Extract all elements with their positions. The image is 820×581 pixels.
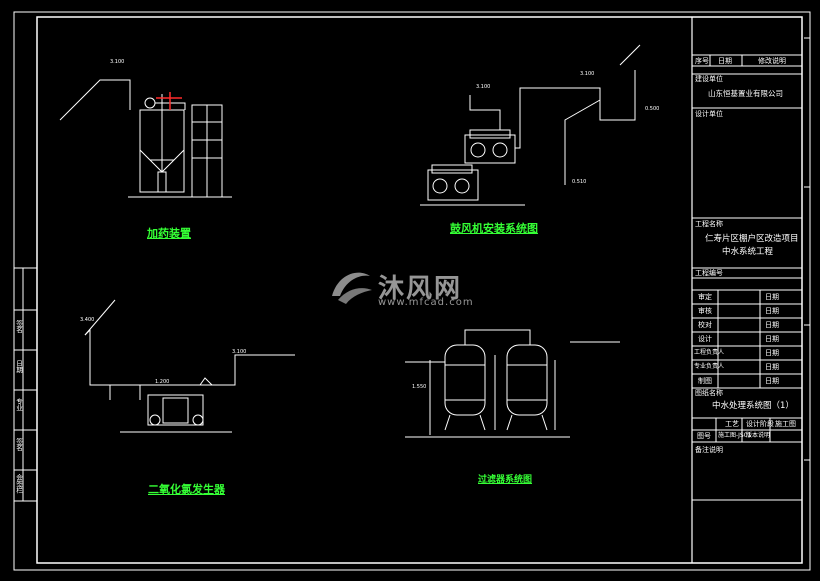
elevation-8: 1.200 (155, 379, 170, 385)
side-strip (13, 267, 38, 502)
tb-row-role: 校对 (698, 321, 712, 329)
tb-row-role: 设计 (698, 335, 712, 343)
tb-code: 施工图-JS01 (718, 432, 752, 439)
tb-row-date: 日期 (765, 307, 779, 315)
tb-header-seq: 序号 (695, 57, 709, 65)
tb-project-name-1: 仁寿片区棚户区改造项目 (705, 234, 799, 244)
side-strip-d: 签名 (14, 438, 23, 451)
tb-bottom-mid: 设计阶段 (746, 420, 774, 428)
side-strip-b: 日期 (14, 360, 23, 373)
tb-header-content: 修改说明 (758, 57, 786, 65)
tb-project-no-label: 工程编号 (695, 269, 723, 277)
tb-project-label: 工程名称 (695, 220, 723, 228)
tb-row-role: 工程负责人 (694, 349, 725, 356)
elevation-4: 0.500 (645, 106, 660, 112)
tb-project-name-2: 中水系统工程 (722, 247, 774, 257)
elevation-9: 1.550 (412, 384, 427, 390)
filter-diagram (405, 329, 620, 438)
elevation-3: 3.100 (580, 71, 595, 77)
tb-row-date: 日期 (765, 293, 779, 301)
side-strip-e: 会签栏 (14, 474, 23, 494)
tb-bottom-right: 施工图 (775, 420, 796, 428)
elevation-5: 0.510 (572, 179, 587, 185)
elevation-7: 3.100 (232, 349, 247, 355)
tb-row-role: 审定 (698, 293, 712, 301)
watermark-brand: 沐风网 (378, 274, 463, 304)
tb-drawing-name-label: 图纸名称 (695, 389, 723, 397)
tb-row-date: 日期 (765, 349, 779, 357)
dosing-title: 加药装置 (147, 227, 191, 240)
chlorine-generator-diagram (84, 299, 295, 433)
tb-designer-label: 设计单位 (695, 110, 723, 118)
watermark-logo-icon (332, 272, 372, 304)
title-block-grid (692, 54, 802, 501)
tb-row-date: 日期 (765, 377, 779, 385)
filter-title: 过滤器系统图 (478, 475, 533, 485)
dosing-device-diagram (59, 79, 232, 198)
tb-bottom-left: 工艺 (725, 420, 739, 428)
tb-remark: 版本说明 (746, 432, 771, 439)
side-strip-c: 专业 (14, 398, 23, 411)
tb-row-date: 日期 (765, 321, 779, 329)
elevation-6: 3.400 (80, 317, 95, 323)
tb-row-role: 专业负责人 (694, 363, 725, 370)
tb-client-name: 山东恒基置业有限公司 (708, 89, 783, 98)
elevation-2: 3.100 (476, 84, 491, 90)
tb-drawing-name: 中水处理系统图（1） (712, 401, 794, 411)
chlorine-title: 二氧化氯发生器 (148, 483, 225, 496)
blower-diagram (420, 44, 641, 206)
elevation-1: 3.100 (110, 59, 125, 65)
tb-row-role: 制图 (698, 377, 712, 385)
tb-row-date: 日期 (765, 363, 779, 371)
watermark-url: www.mfcad.com (378, 297, 474, 308)
tb-header-date: 日期 (718, 57, 732, 65)
tb-row-date: 日期 (765, 335, 779, 343)
tb-notes-label: 备注说明 (695, 446, 723, 454)
side-strip-a: 签名 (14, 320, 23, 333)
tb-row-role: 审核 (698, 307, 712, 315)
tb-client-label: 建设单位 (695, 75, 723, 83)
blower-title: 鼓风机安装系统图 (450, 222, 538, 235)
tb-code-label: 图号 (697, 432, 711, 440)
